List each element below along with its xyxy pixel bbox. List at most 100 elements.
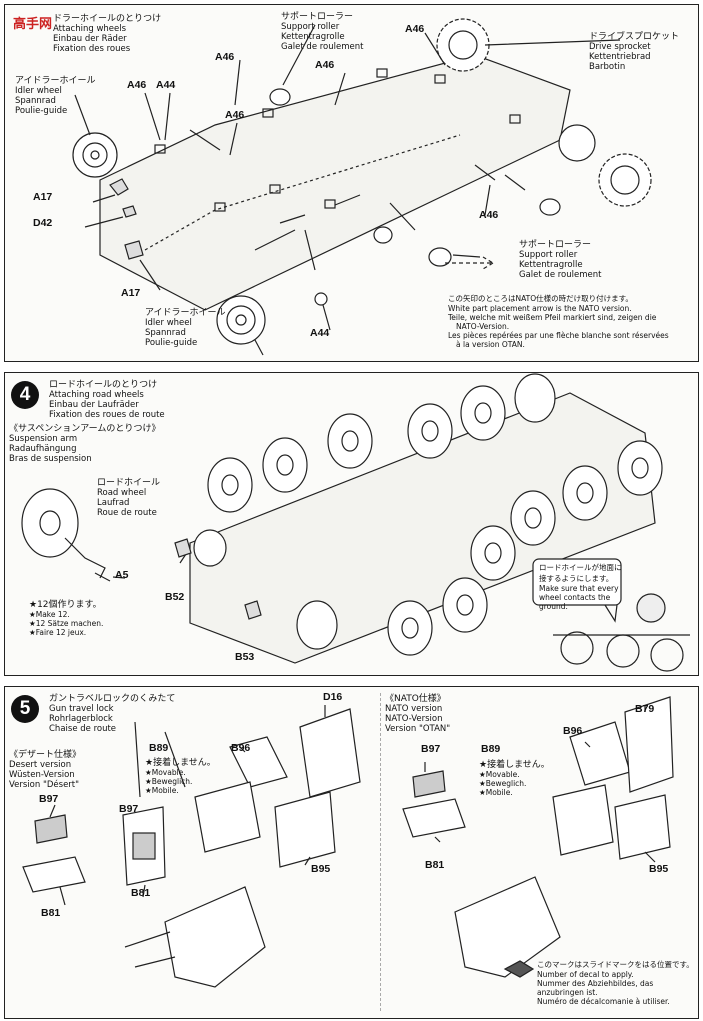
callout-jp-1: ロードホイールが地面に (539, 563, 622, 572)
idler-wheel-label-bottom: アイドラーホイール Idler wheel Spannrad Poulie-gu… (145, 305, 226, 348)
desert-jp: 《デザート仕様》 (9, 750, 82, 760)
part-b96: B96 (231, 742, 251, 754)
idler-de: Spannrad (145, 328, 186, 338)
susp-fr: Bras de suspension (9, 454, 92, 464)
nato-fr: Version "OTAN" (385, 724, 451, 734)
drive-sprocket-label: ドライブスプロケット Drive sprocket Kettentriebrad… (589, 29, 679, 72)
part-a46: A46 (315, 59, 335, 71)
nato-en: NATO version (385, 704, 443, 714)
nato-note-de-2: NATO-Version. (456, 322, 510, 331)
sprocket-fr: Barbotin (589, 62, 626, 72)
step-4-title-jp: ロードホイールのとりつけ (49, 380, 158, 390)
decal-mark-note: このマークはスライドマークをはる位置です。 Number of decal to… (537, 959, 694, 1006)
support-roller-label-top: サポートローラー Support roller Kettentragrolle … (281, 9, 363, 52)
part-a44: A44 (156, 79, 176, 91)
make12-jp: ★12個作ります。 (29, 600, 102, 610)
part-a46: A46 (479, 209, 499, 221)
support-en: Support roller (281, 22, 340, 32)
support-fr: Galet de roulement (281, 42, 364, 52)
decal-fr: Numéro de décalcomanie à utiliser. (537, 997, 670, 1006)
desert-fr: Version "Désert" (9, 780, 80, 790)
susp-jp: 《サスペンションアームのとりつけ》 (9, 424, 161, 434)
movable-en: ★Movable. (479, 770, 520, 779)
part-b97: B97 (119, 803, 139, 815)
idler-wheel-label-top: アイドラーホイール Idler wheel Spannrad Poulie-gu… (15, 73, 96, 116)
part-b52: B52 (165, 591, 185, 603)
part-b81: B81 (131, 887, 151, 899)
nato-version-label: 《NATO仕様》 NATO version NATO-Version Versi… (385, 691, 450, 734)
make12-en: ★Make 12. (29, 610, 70, 619)
part-b81: B81 (425, 859, 445, 871)
step-4-panel: 4 ロードホイールのとりつけ Attaching road wheels Ein… (4, 372, 699, 676)
part-a46: A46 (405, 23, 425, 35)
step-3-title-fr: Fixation des roues (53, 44, 131, 54)
step-4-heading: ロードホイールのとりつけ Attaching road wheels Einba… (49, 377, 165, 420)
decal-de-1: Nummer des Abziehbildes, das (537, 979, 654, 988)
step-4-number: 4 (11, 381, 39, 409)
step-5-title-fr: Chaise de route (49, 724, 117, 734)
road-en: Road wheel (97, 488, 147, 498)
desert-version-label: 《デザート仕様》 Desert version Wüsten-Version V… (9, 747, 81, 790)
part-b53: B53 (235, 651, 255, 663)
step-5-panel: 5 ガントラベルロックのくみたて Gun travel lock Rohrlag… (4, 686, 699, 1019)
idler-de: Spannrad (15, 96, 56, 106)
support-jp: サポートローラー (519, 240, 592, 250)
support-de: Kettentragrolle (519, 260, 583, 270)
part-a17: A17 (33, 191, 53, 203)
support-en: Support roller (519, 250, 578, 260)
callout-jp-2: 接するようにします。 (539, 574, 614, 583)
road-fr: Roue de route (97, 508, 157, 518)
nato-note-jp: この矢印のところはNATO仕様の時だけ取り付けます。 (448, 294, 633, 303)
part-a46: A46 (225, 109, 245, 121)
nato-note-fr-2: à la version OTAN. (456, 340, 525, 349)
movable-jp: ★接着しません。 (479, 760, 550, 770)
idler-en: Idler wheel (145, 318, 192, 328)
part-d16: D16 (323, 691, 343, 703)
support-roller-label-bottom: サポートローラー Support roller Kettentragrolle … (519, 237, 601, 280)
part-b89: B89 (481, 743, 501, 755)
decal-de-2: anzubringen ist. (537, 988, 598, 997)
version-divider (380, 693, 381, 1011)
support-fr: Galet de roulement (519, 270, 602, 280)
decal-en: Number of decal to apply. (537, 970, 634, 979)
step-3-title-jp: ドラーホイールのとりつけ (53, 14, 162, 24)
sprocket-en: Drive sprocket (589, 42, 651, 52)
callout-en-2: wheel contacts the (539, 593, 611, 602)
step-3-heading: ドラーホイールのとりつけ Attaching wheels Einbau der… (53, 11, 161, 54)
site-logo: 高手网 (13, 17, 53, 32)
susp-en: Suspension arm (9, 434, 78, 444)
nato-arrow-note: この矢印のところはNATO仕様の時だけ取り付けます。 White part pl… (448, 293, 669, 349)
suspension-arm-heading: 《サスペンションアームのとりつけ》 Suspension arm Radaufh… (9, 421, 160, 464)
part-b79: B79 (635, 703, 655, 715)
make12-de: ★12 Sätze machen. (29, 619, 104, 628)
ground-contact-callout: ロードホイールが地面に 接するようにします。 Make sure that ev… (539, 562, 622, 611)
step-3-panel: 高手网 ドラーホイールのとりつけ Attaching wheels Einbau… (4, 4, 699, 362)
idler-jp: アイドラーホイール (145, 308, 226, 318)
part-b96: B96 (563, 725, 583, 737)
nato-note-en: White part placement arrow is the NATO v… (448, 304, 632, 313)
callout-en-1: Make sure that every (539, 584, 619, 593)
step-5-title-jp: ガントラベルロックのくみたて (49, 694, 176, 704)
sprocket-de: Kettentriebrad (589, 52, 651, 62)
decal-jp: このマークはスライドマークをはる位置です。 (537, 960, 694, 969)
movable-jp: ★接着しません。 (145, 758, 216, 768)
part-b81: B81 (41, 907, 61, 919)
susp-de: Radaufhängung (9, 444, 77, 454)
movable-de: ★Beweglich. (479, 779, 527, 788)
desert-en: Desert version (9, 760, 72, 770)
part-a46: A46 (215, 51, 235, 63)
nato-note-de: Teile, welche mit weißem Pfeil markiert … (448, 313, 657, 322)
step-5-number: 5 (11, 695, 39, 723)
step-5-heading: ガントラベルロックのくみたて Gun travel lock Rohrlager… (49, 691, 175, 734)
support-de: Kettentragrolle (281, 32, 345, 42)
nato-de: NATO-Version (385, 714, 443, 724)
nato-note-fr: Les pièces repérées par une flèche blanc… (448, 331, 669, 340)
idler-en: Idler wheel (15, 86, 62, 96)
idler-jp: アイドラーホイール (15, 76, 96, 86)
support-jp: サポートローラー (281, 12, 354, 22)
callout-en-3: ground. (539, 602, 568, 611)
movable-fr: ★Mobile. (479, 788, 513, 797)
part-a46: A46 (127, 79, 147, 91)
part-b89: B89 (149, 742, 169, 754)
movable-en: ★Movable. (145, 768, 186, 777)
